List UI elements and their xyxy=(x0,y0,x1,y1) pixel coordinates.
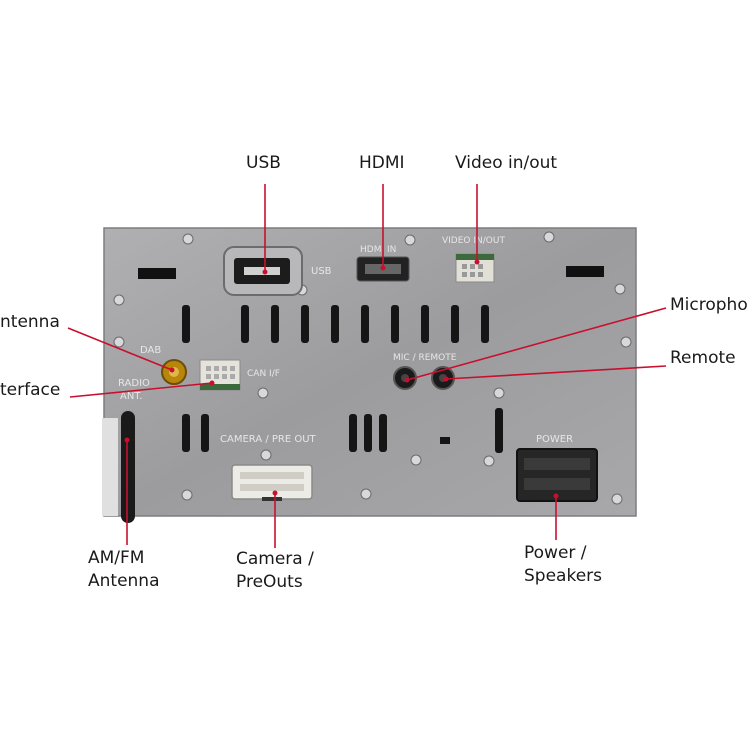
video-connector xyxy=(455,253,495,283)
radio-marking-line2: ANT. xyxy=(120,391,142,402)
remote-label: Remote xyxy=(670,348,736,368)
video-marking: VIDEO IN/OUT xyxy=(442,236,505,246)
callout-lines xyxy=(67,184,667,548)
slot xyxy=(566,266,604,277)
mic-remote-marking: MIC / REMOTE xyxy=(393,353,457,363)
dab-callout-line xyxy=(67,327,173,371)
can-interface-label: terface xyxy=(0,380,61,400)
am-fm-label-line2: Antenna xyxy=(88,571,160,591)
usb-marking: USB xyxy=(311,266,332,277)
dab-connector xyxy=(161,359,187,385)
vent-slots xyxy=(182,305,503,453)
camera-marking: CAMERA / PRE OUT xyxy=(220,434,317,445)
radio-antenna-cable xyxy=(102,411,135,523)
hdmi-label: HDMI xyxy=(359,153,405,173)
video-label: Video in/out xyxy=(455,153,558,173)
dab-marking: DAB xyxy=(140,345,161,356)
am-fm-label-line1: AM/FM xyxy=(88,548,145,568)
microphone-label: Micropho xyxy=(670,295,748,315)
usb-label: USB xyxy=(246,153,281,173)
power-label-line1: Power / xyxy=(524,543,587,563)
power-label-line2: Speakers xyxy=(524,566,603,586)
power-marking: POWER xyxy=(536,434,573,445)
camera-connector xyxy=(231,464,313,501)
can-marking: CAN I/F xyxy=(247,369,280,379)
power-connector xyxy=(516,448,598,502)
can-callout-line xyxy=(69,382,213,398)
slot xyxy=(138,268,176,279)
camera-label-line1: Camera / xyxy=(236,549,314,569)
dab-antenna-label: ntenna xyxy=(0,312,60,332)
callout-dots xyxy=(124,259,559,499)
mic-callout-line xyxy=(406,307,667,381)
remote-callout-line xyxy=(445,365,667,380)
hdmi-marking: HDMI IN xyxy=(360,245,396,255)
camera-label-line2: PreOuts xyxy=(236,572,303,592)
can-connector xyxy=(199,359,241,391)
radio-marking-line1: RADIO xyxy=(118,378,150,389)
remote-jack xyxy=(431,366,455,390)
screws xyxy=(113,231,632,505)
